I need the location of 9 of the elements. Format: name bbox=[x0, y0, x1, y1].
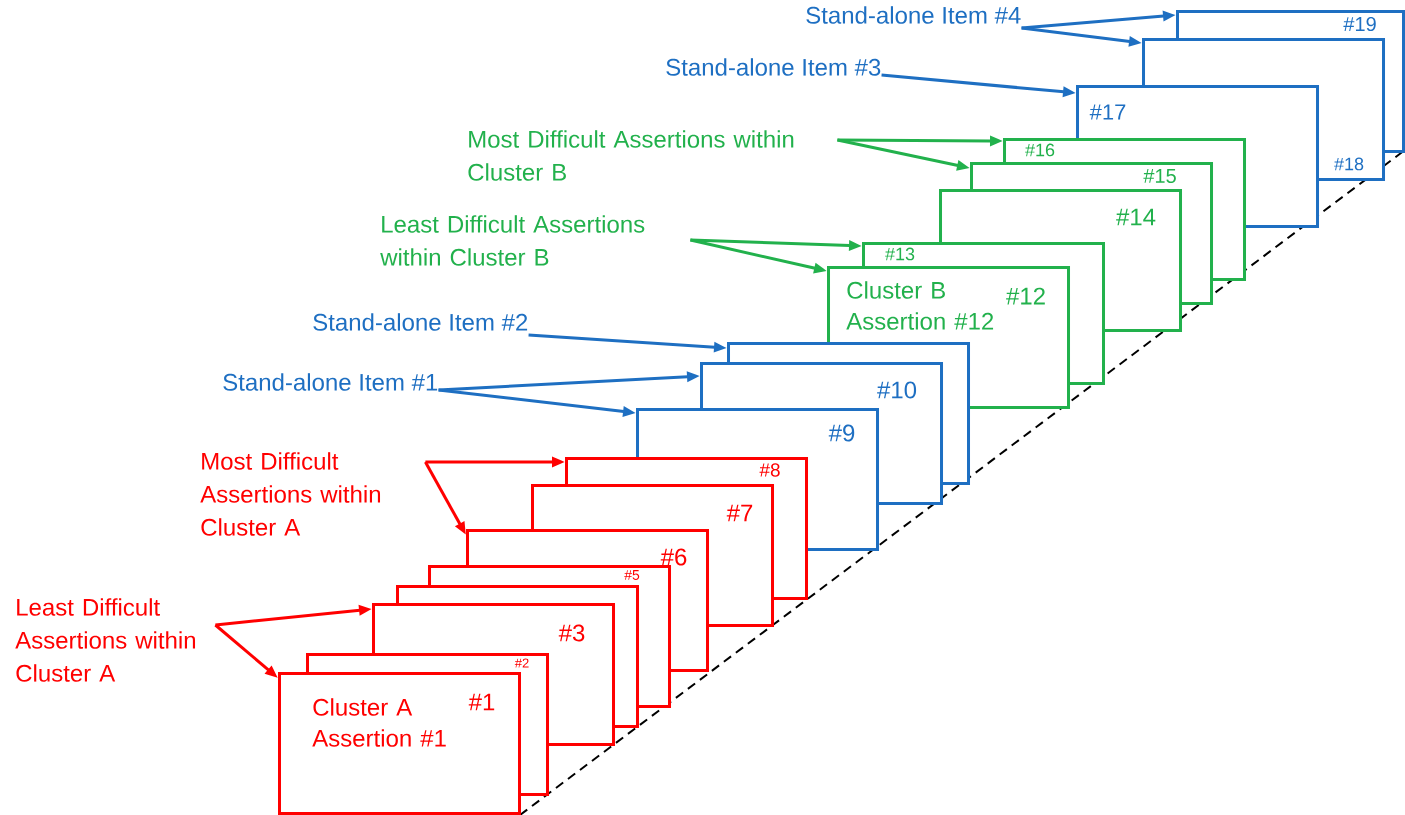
annotation-text: Stand-alone Item #3 bbox=[666, 58, 881, 76]
annotation-text: Stand-alone Item #2 bbox=[313, 313, 528, 331]
card: Cluster A Assertion #1 #1 bbox=[278, 672, 521, 815]
annotation-text: Least Difficult Assertions within Cluster B bbox=[380, 215, 645, 266]
annotation-text: Stand-alone Item #1 bbox=[223, 373, 438, 391]
annotation-text: Most Difficult Assertions within Cluster B bbox=[468, 130, 794, 181]
annotation-text: Least Difficult Assertions within Cluster A bbox=[15, 598, 195, 682]
annotation-text: Most Difficult Assertions within Cluster A bbox=[200, 452, 380, 536]
annotation-text: Stand-alone Item #4 bbox=[806, 6, 1021, 24]
